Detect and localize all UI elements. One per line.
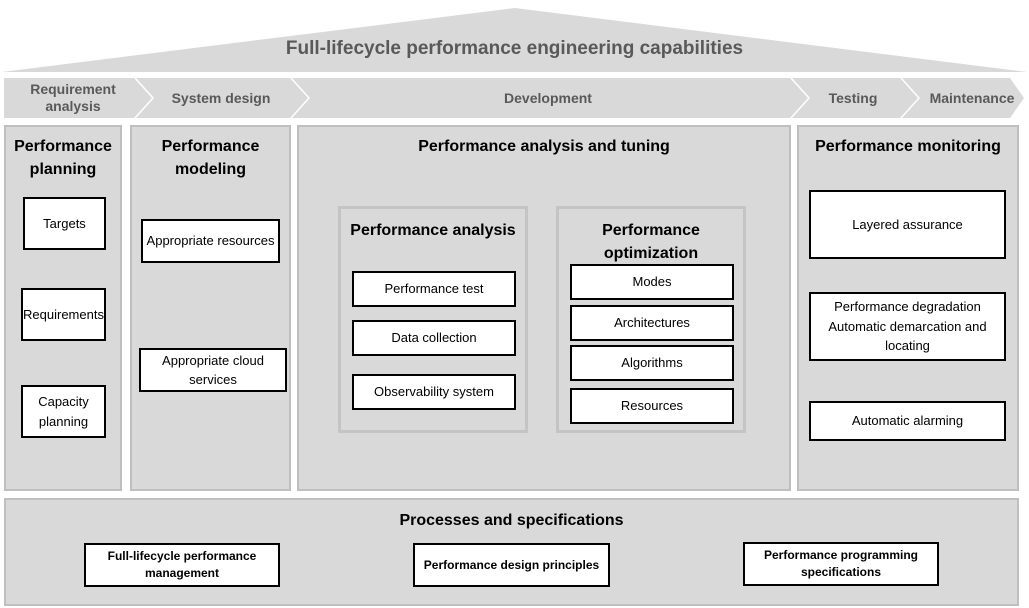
roof-banner (2, 8, 1027, 72)
diagram-title: Full-lifecycle performance engineering c… (285, 38, 744, 59)
phase-arrow-development (292, 78, 808, 118)
phase-requirement-analysis: Requirement analysis (30, 81, 116, 114)
phase-bar (4, 78, 1024, 118)
optimization-item-modes: Modes (570, 264, 734, 300)
analysis-tuning-panel: Performance analysis and tuning Performa… (297, 125, 791, 491)
analysis-item-data-collection: Data collection (352, 320, 516, 356)
planning-item-requirements: Requirements (21, 288, 106, 341)
optimization-item-architectures: Architectures (570, 305, 734, 341)
analysis-subpanel: Performance analysis Performance test Da… (338, 206, 528, 433)
modeling-item-cloud-services: Appropriate cloud services (139, 348, 287, 392)
monitoring-item-degradation: Performance degradation Automatic demarc… (809, 292, 1006, 361)
phase-testing: Testing (828, 89, 878, 106)
monitoring-item-alarming: Automatic alarming (809, 401, 1006, 441)
optimization-subpanel: Performance optimization Modes Architect… (556, 206, 746, 433)
modeling-item-resources: Appropriate resources (141, 219, 280, 263)
modeling-panel: Performance modeling Appropriate resourc… (130, 125, 291, 491)
phase-arrow-requirement (4, 78, 152, 118)
phase-maintenance: Maintenance (929, 89, 1015, 106)
monitoring-panel: Performance monitoring Layered assurance… (797, 125, 1019, 491)
optimization-item-resources: Resources (570, 388, 734, 424)
phase-arrow-maintenance (902, 78, 1024, 118)
phase-development: Development (504, 89, 592, 106)
optimization-heading: Performance optimization (602, 222, 700, 263)
analysis-item-performance-test: Performance test (352, 271, 516, 307)
optimization-item-algorithms: Algorithms (570, 345, 734, 381)
modeling-heading: Performance modeling (161, 138, 260, 179)
analysis-tuning-heading: Performance analysis and tuning (418, 138, 670, 155)
analysis-item-observability: Observability system (352, 374, 516, 410)
analysis-heading: Performance analysis (350, 222, 516, 239)
processes-heading: Processes and specifications (399, 512, 624, 529)
process-item-programming-specs: Performance programming specifications (743, 542, 939, 586)
planning-item-capacity: Capacity planning (21, 385, 106, 438)
roof-shape (2, 8, 1027, 72)
process-item-design-principles: Performance design principles (413, 543, 610, 587)
processes-panel: Processes and specifications Full-lifecy… (4, 498, 1019, 606)
planning-item-targets: Targets (23, 197, 106, 250)
planning-panel: Performance planning Targets Requirement… (4, 125, 122, 491)
phase-system-design: System design (171, 89, 271, 106)
process-item-lifecycle-management: Full-lifecycle performance management (84, 543, 280, 587)
phase-arrow-testing (792, 78, 918, 118)
monitoring-item-layered-assurance: Layered assurance (809, 190, 1006, 259)
phase-arrow-design (136, 78, 308, 118)
monitoring-heading: Performance monitoring (815, 138, 1001, 155)
planning-heading: Performance planning (14, 138, 112, 179)
